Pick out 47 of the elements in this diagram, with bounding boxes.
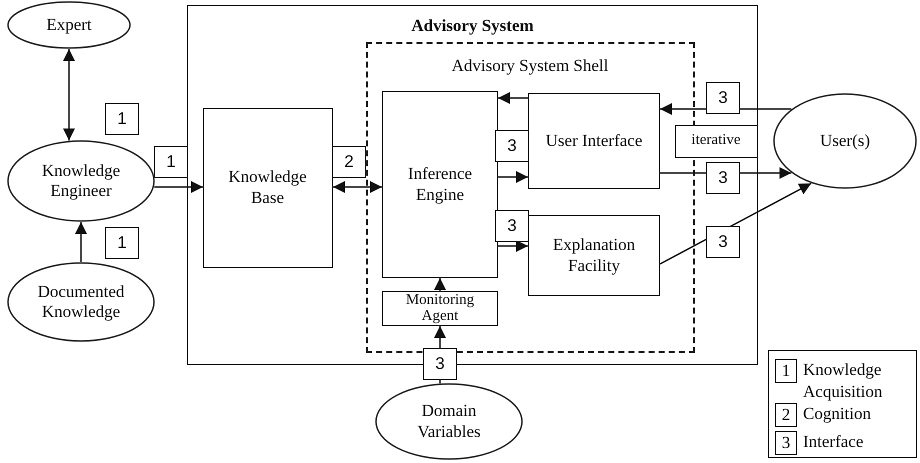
legend-label: Knowledge Acquisition: [803, 359, 884, 403]
edge-label: 3: [706, 226, 740, 258]
arrow: [154, 181, 203, 193]
node-label: Domain Variables: [416, 401, 482, 442]
edge-label: 1: [154, 146, 188, 178]
node-label: Advisory System: [411, 15, 534, 36]
ellipse-node: [7, 1, 131, 49]
arrow: [498, 240, 528, 252]
arrow: [434, 278, 446, 291]
node-label: Explanation Facility: [552, 235, 636, 276]
node-label: Monitoring Agent: [404, 292, 476, 324]
node-label: iterative: [691, 133, 741, 149]
ellipse-node: [773, 93, 917, 189]
edge-label: 3: [706, 82, 740, 114]
ellipse-node: [7, 140, 155, 222]
arrow: [333, 181, 382, 193]
edge-label: 1: [105, 227, 139, 259]
node-label: Knowledge Engineer: [40, 160, 122, 202]
node-label: Expert: [46, 14, 92, 36]
ellipse-node: [7, 262, 155, 342]
edge-label: 3: [495, 130, 529, 162]
process-box: [202, 108, 332, 268]
legend-key: 2: [775, 403, 797, 427]
process-box: [528, 93, 660, 189]
legend-key: 3: [775, 431, 797, 455]
node-label: Advisory System Shell: [452, 54, 608, 76]
edge-label: 3: [706, 162, 740, 194]
edge-label: 3: [423, 348, 457, 380]
legend-label: Cognition: [803, 403, 872, 425]
edge-label: 2: [332, 146, 366, 178]
node-label: Inference Engine: [406, 164, 474, 205]
arrow: [498, 171, 528, 183]
process-box: [382, 291, 498, 326]
edge-label: 1: [105, 103, 139, 135]
arrow: [63, 49, 75, 141]
edge-label: 3: [495, 210, 529, 242]
node-label: Documented Knowledge: [36, 282, 126, 322]
note-box: [674, 124, 758, 158]
process-box: [528, 215, 660, 296]
node-label: User Interface: [546, 130, 642, 152]
node-label: User(s): [820, 130, 870, 152]
arrow: [75, 222, 87, 262]
ellipse-node: [375, 383, 523, 460]
node-label: Knowledge Base: [227, 167, 308, 208]
arrow: [498, 92, 528, 104]
legend-label: Interface: [803, 431, 864, 453]
legend-key: 1: [775, 359, 797, 383]
